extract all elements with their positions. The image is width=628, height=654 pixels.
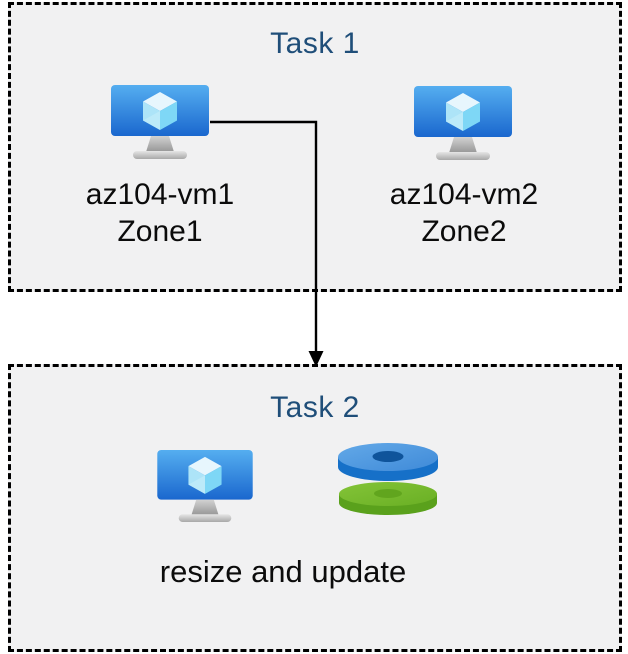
disks-icon xyxy=(338,443,438,515)
vm2-label: az104-vm2 Zone2 xyxy=(354,176,574,250)
task2-box: Task 2 xyxy=(8,364,622,652)
task1-title: Task 1 xyxy=(270,27,360,60)
virtual-machine-icon xyxy=(111,85,209,159)
task2-title: Task 2 xyxy=(270,391,360,424)
vm1-name-label: az104-vm1 xyxy=(85,178,235,211)
resize-update-caption: resize and update xyxy=(159,554,407,589)
virtual-machine-icon xyxy=(157,450,253,523)
vm2-zone-label: Zone2 xyxy=(421,215,507,248)
vm2-name-label: az104-vm2 xyxy=(389,178,539,211)
vm1-zone-label: Zone1 xyxy=(117,215,203,248)
vm1-label: az104-vm1 Zone1 xyxy=(50,176,270,250)
virtual-machine-icon xyxy=(414,86,512,160)
